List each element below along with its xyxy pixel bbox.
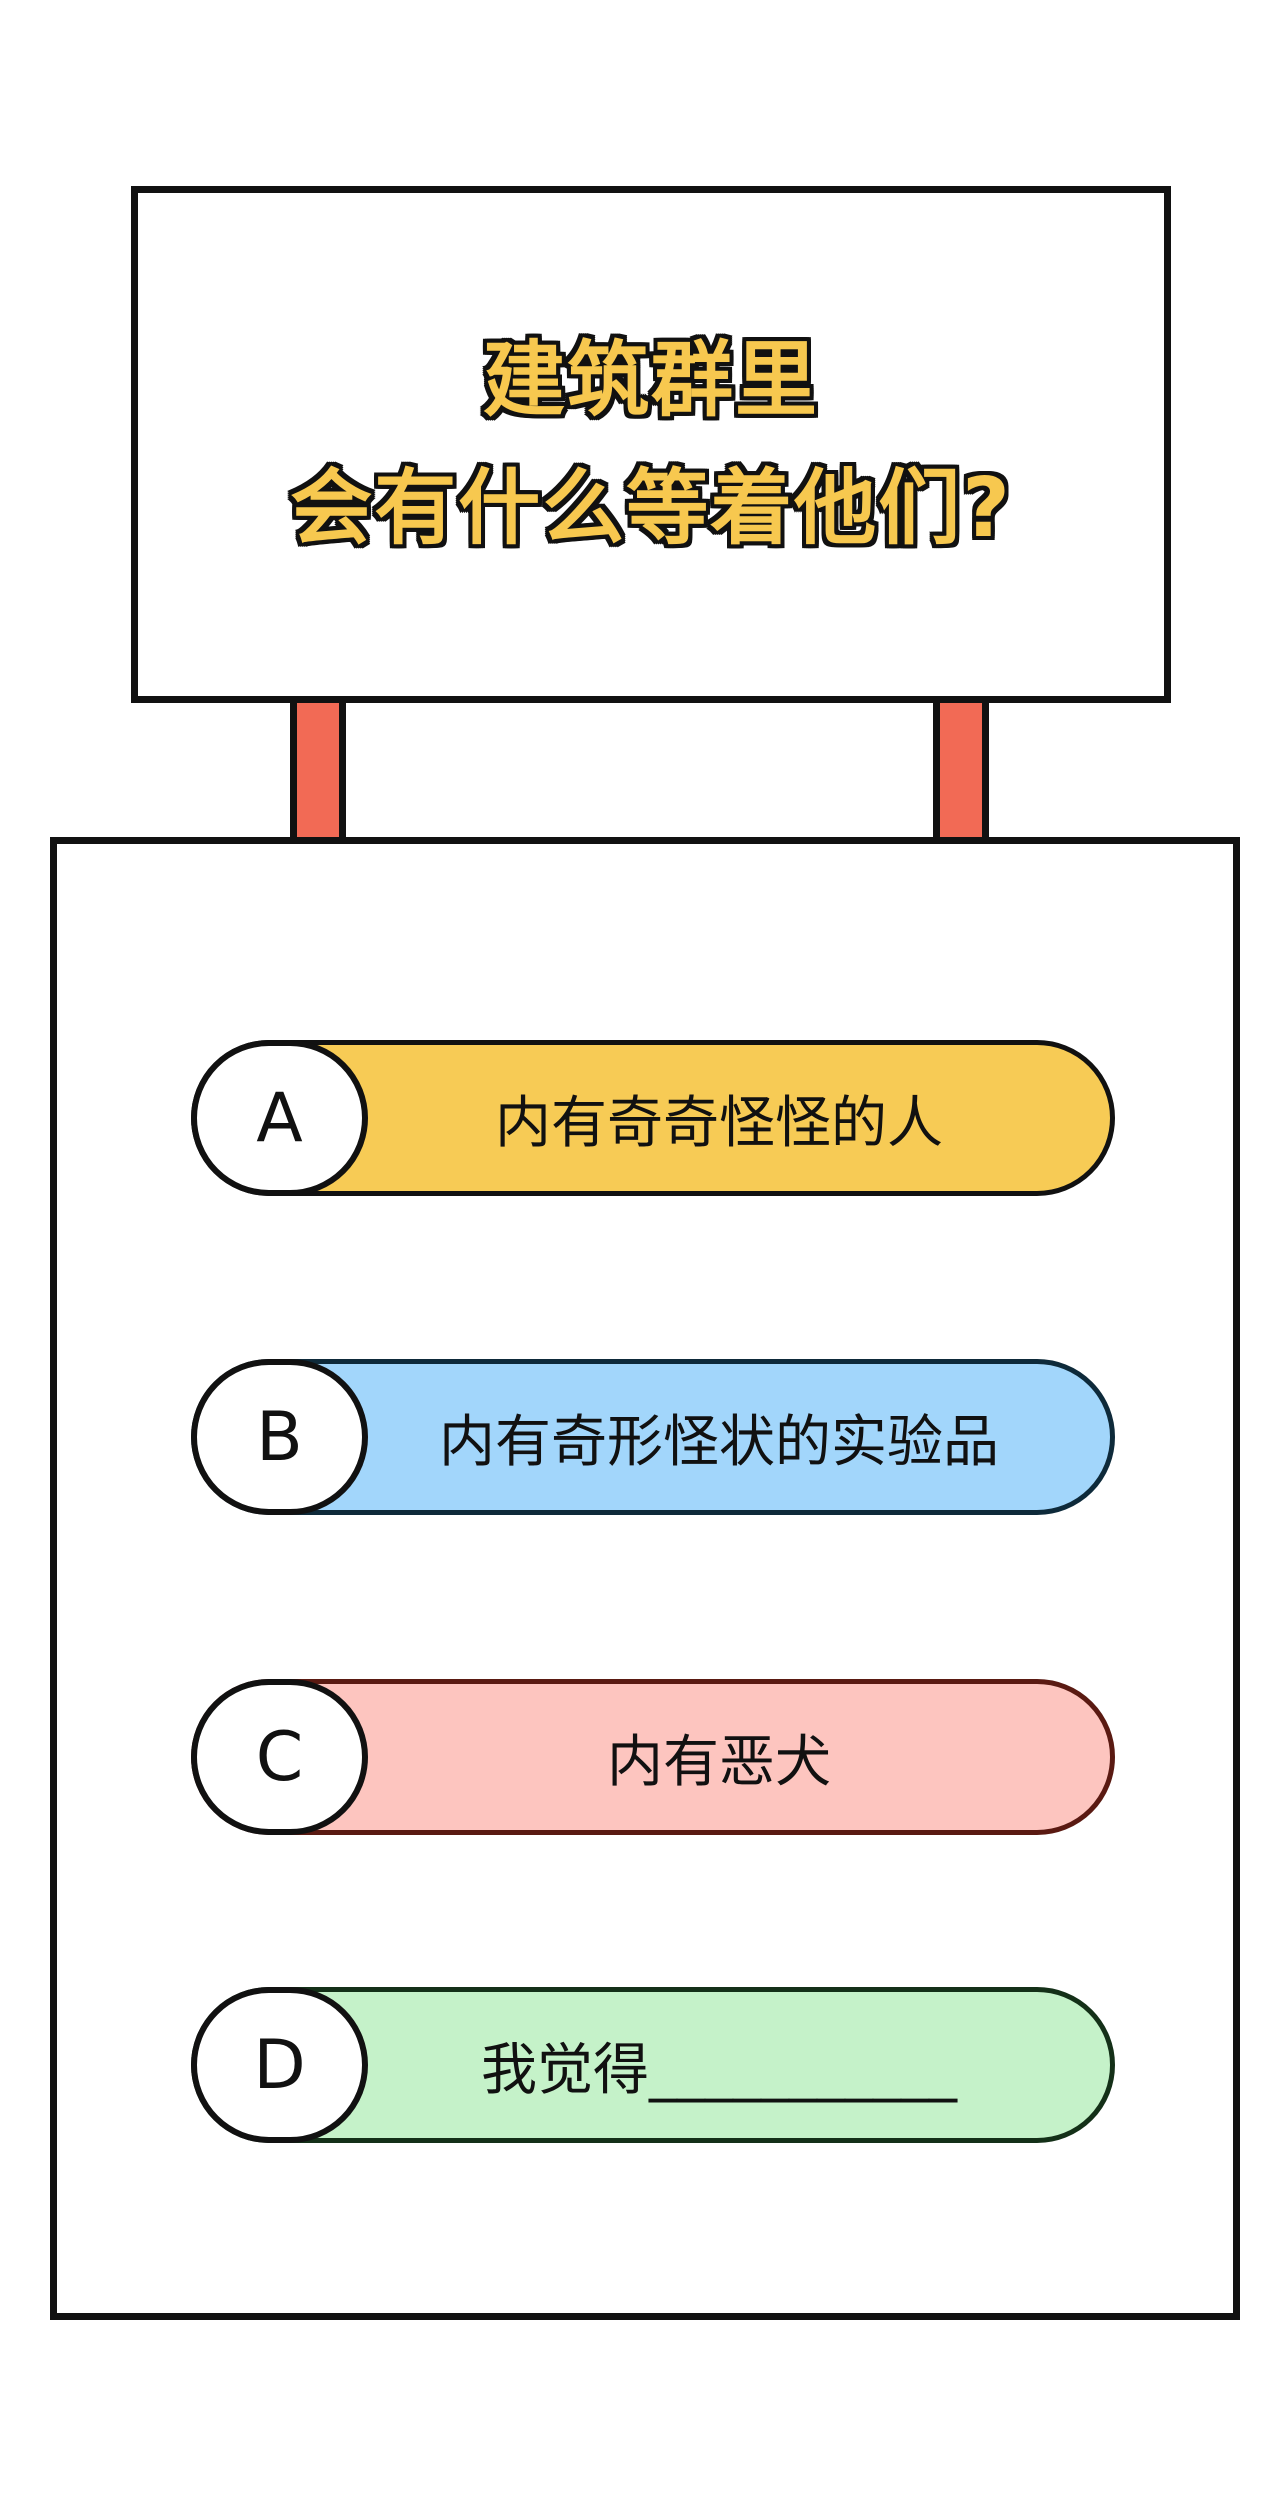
- question-title-line-1: 建筑群里: [482, 332, 819, 428]
- option-d-text: 我觉得___________: [481, 2037, 957, 2103]
- option-c-text: 内有恶犬: [607, 1729, 831, 1795]
- option-a-letter: A: [191, 1040, 368, 1196]
- option-c-button[interactable]: C 内有恶犬: [191, 1679, 1115, 1835]
- option-a-button[interactable]: A 内有奇奇怪怪的人: [191, 1040, 1115, 1196]
- option-b-button[interactable]: B 内有奇形怪状的实验品: [191, 1359, 1115, 1515]
- sign-post-left: [290, 703, 346, 841]
- answer-board: A 内有奇奇怪怪的人 B 内有奇形怪状的实验品 C 内有恶犬 D 我觉得____…: [50, 837, 1240, 2320]
- option-a-text: 内有奇奇怪怪的人: [495, 1090, 943, 1156]
- option-b-text: 内有奇形怪状的实验品: [439, 1409, 999, 1475]
- sign-post-right: [933, 703, 989, 841]
- question-sign: 建筑群里 会有什么等着他们?: [131, 186, 1171, 703]
- option-c-letter: C: [191, 1679, 368, 1835]
- option-b-letter: B: [191, 1359, 368, 1515]
- option-d-letter: D: [191, 1987, 368, 2143]
- question-title-line-2: 会有什么等着他们?: [290, 460, 1012, 556]
- option-d-button[interactable]: D 我觉得___________: [191, 1987, 1115, 2143]
